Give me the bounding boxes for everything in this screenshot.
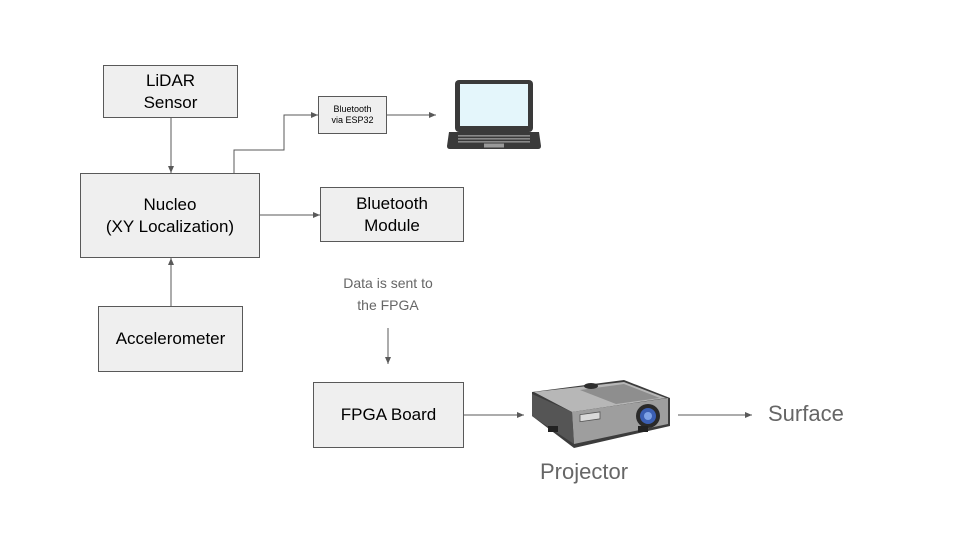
projector-label: Projector (540, 459, 629, 484)
lidar-sensor-box: LiDAR Sensor (103, 65, 238, 118)
fpga-board-box: FPGA Board (313, 382, 464, 448)
arrow-nucleo-to-bt-esp32 (233, 112, 318, 173)
nucleo-box: Nucleo (XY Localization) (80, 173, 260, 258)
projector-icon (532, 380, 670, 448)
bluetooth-module-box: Bluetooth Module (320, 187, 464, 242)
laptop-icon (447, 80, 541, 149)
surface-label: Surface (768, 401, 844, 426)
accelerometer-box: Accelerometer (98, 306, 243, 372)
data-sent-note: Data is sent to the FPGA (343, 275, 433, 313)
bluetooth-esp32-box: Bluetooth via ESP32 (318, 96, 387, 134)
